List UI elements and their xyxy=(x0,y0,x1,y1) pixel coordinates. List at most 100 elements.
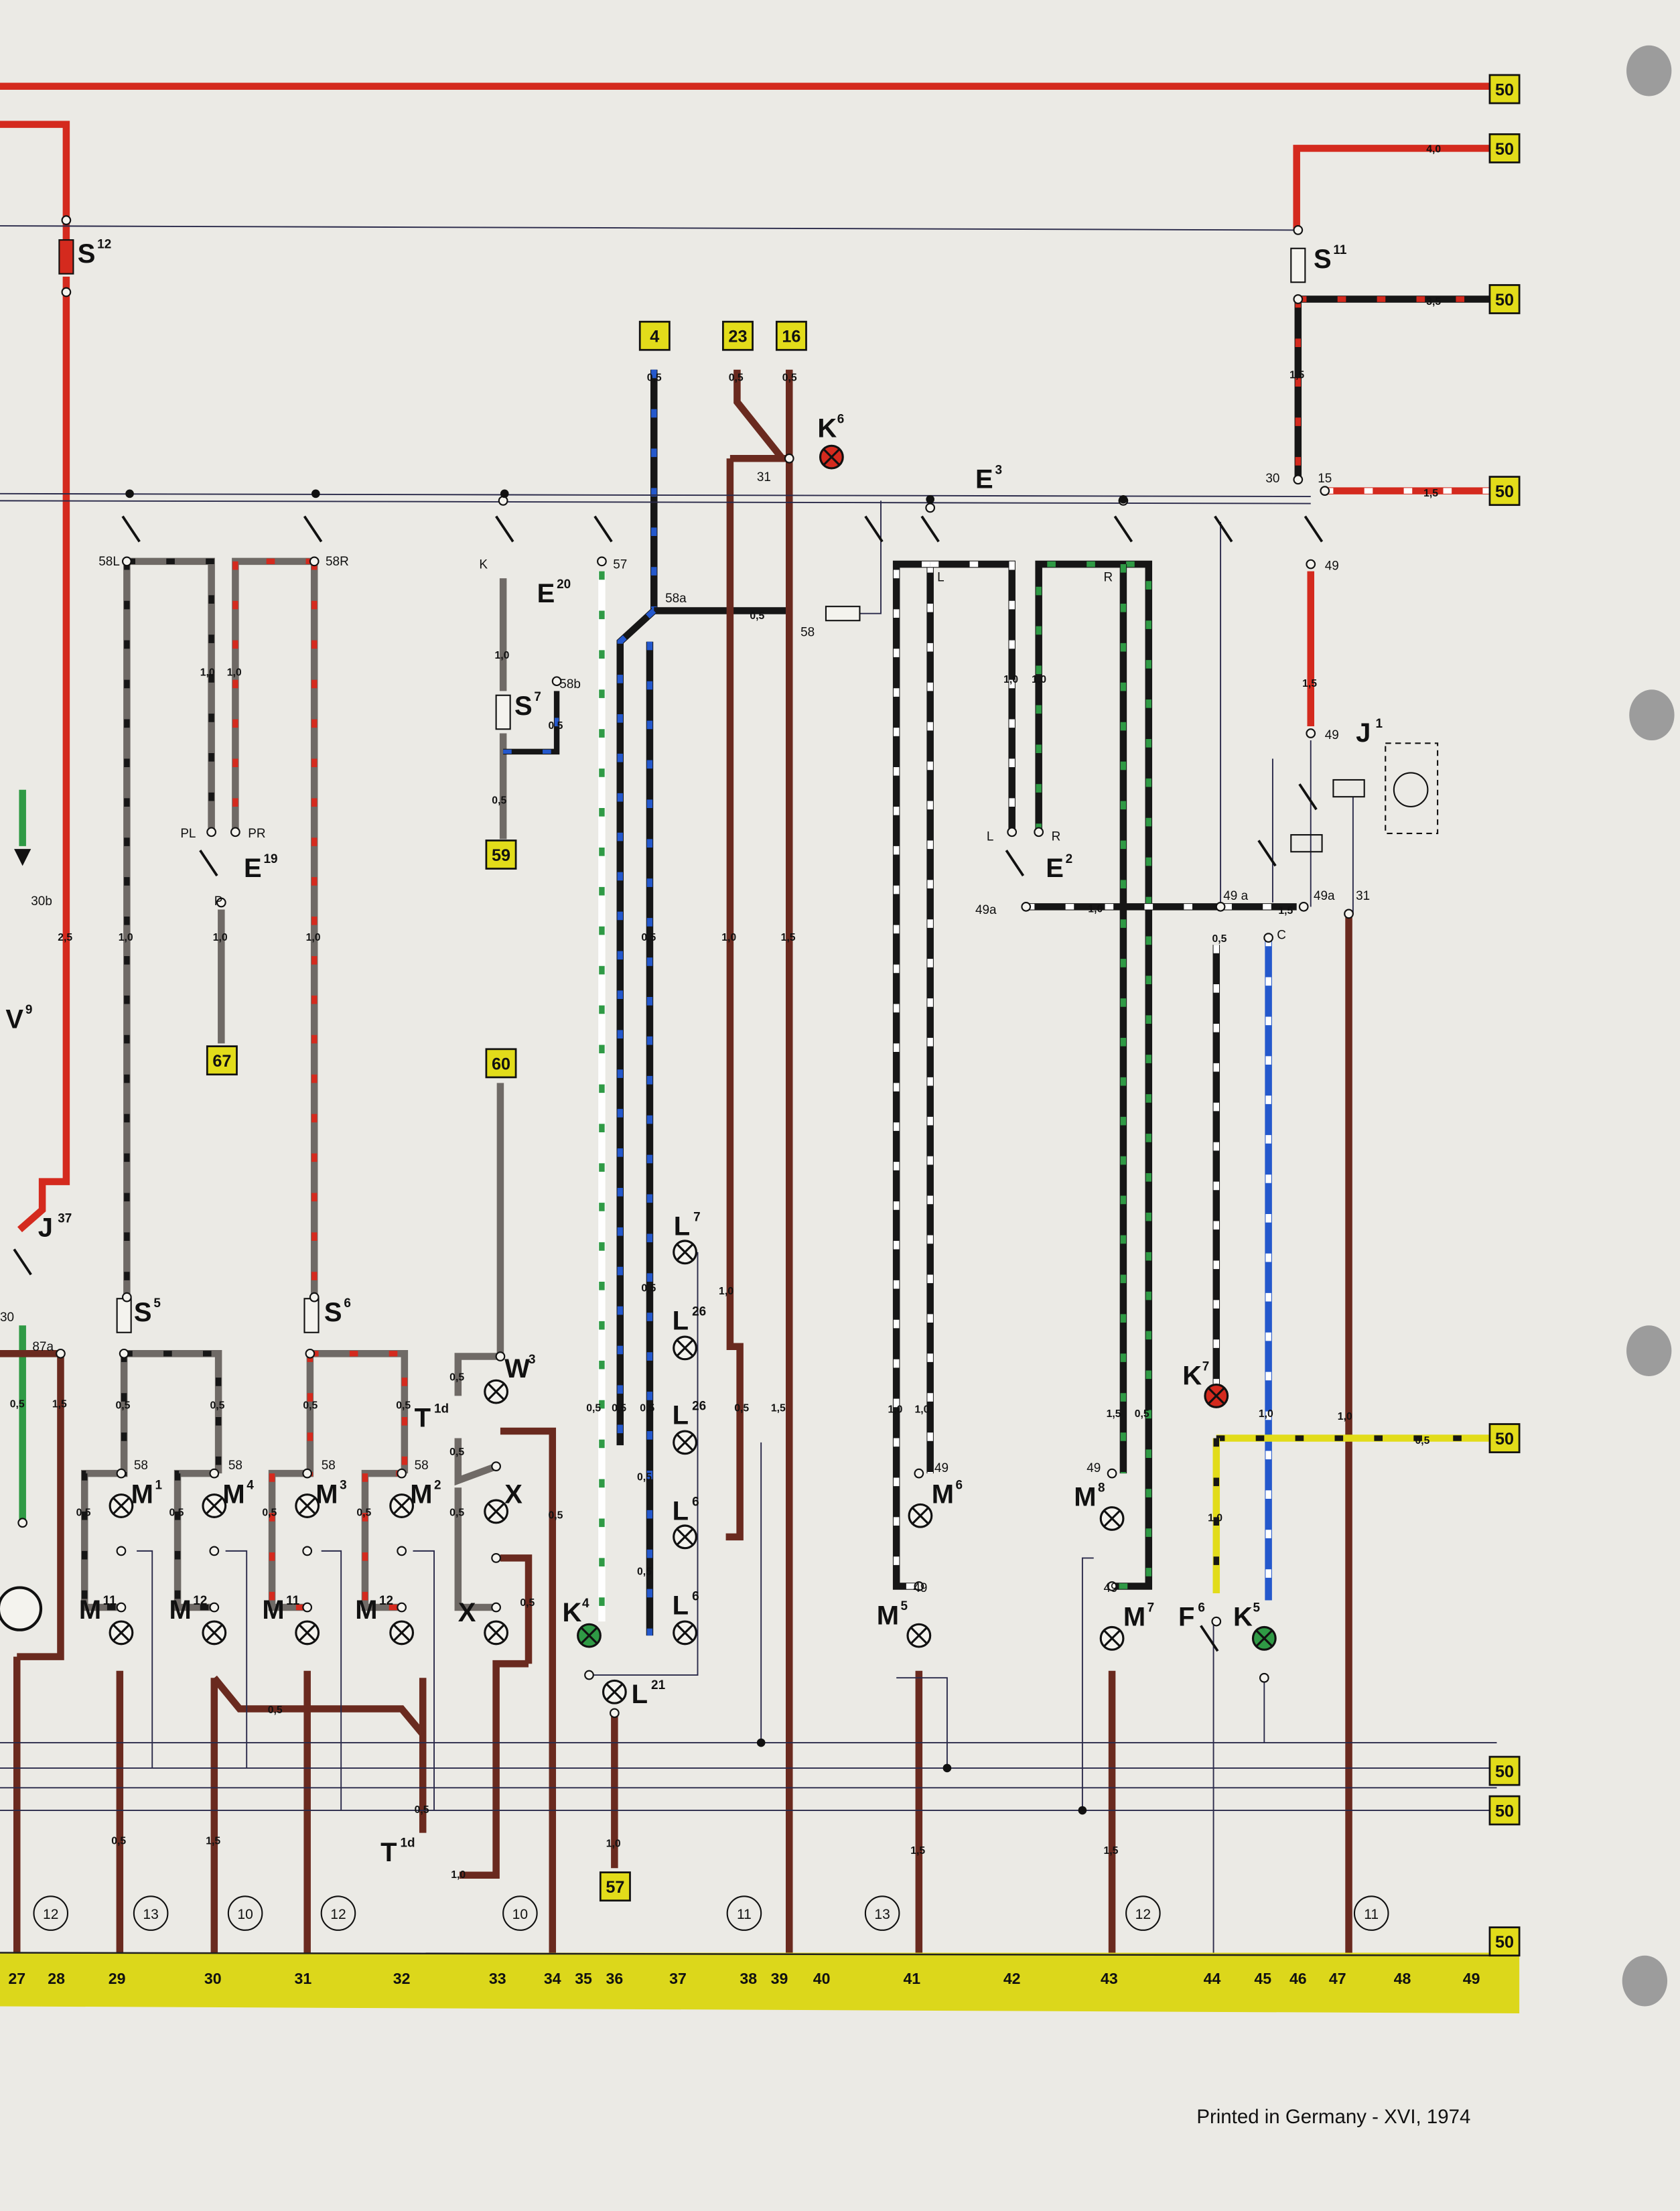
wire-gauge-label: 0,5 xyxy=(169,1507,184,1518)
connector-box-label: 16 xyxy=(782,328,800,346)
lamp-icon xyxy=(1204,1384,1229,1408)
wire-gauge-label: 0,5 xyxy=(262,1507,277,1518)
wire-gauge-label: 1,0 xyxy=(1259,1408,1273,1420)
wire-gauge-label: 1,5 xyxy=(771,1403,786,1414)
lamp-icon xyxy=(389,1493,415,1518)
connector-box-50: 50 xyxy=(1488,74,1521,105)
lamp-icon xyxy=(484,1620,509,1646)
fuse-icon xyxy=(1290,247,1306,283)
lamp-icon xyxy=(673,1524,697,1550)
ground-bus-line xyxy=(0,1952,1520,1956)
circuit-reference: 12 xyxy=(1125,1895,1161,1931)
column-number-strip xyxy=(0,1952,1520,2013)
terminal-point xyxy=(1344,909,1354,919)
wire xyxy=(17,276,70,1233)
terminal-label: 57 xyxy=(613,557,627,572)
component-index: 3 xyxy=(995,463,1002,477)
terminal-point xyxy=(302,1546,313,1556)
connector-box-label: 59 xyxy=(492,846,510,865)
connector-box-label: 50 xyxy=(1495,1763,1514,1782)
component-letter: M xyxy=(169,1595,191,1625)
wire-gauge-label: 1,5 xyxy=(206,1836,220,1847)
terminal-point xyxy=(1021,901,1032,912)
component-index: 3 xyxy=(529,1353,536,1367)
lamp-icon xyxy=(906,1623,932,1648)
column-number: 48 xyxy=(1394,1970,1411,1987)
lamp-icon xyxy=(109,1620,134,1646)
component-index: 26 xyxy=(692,1399,706,1413)
wire-gauge-label: 1,0 xyxy=(1003,674,1018,685)
wire-gauge-label: 0,5 xyxy=(612,1403,626,1414)
wire-gauge-label: 0,5 xyxy=(548,720,563,732)
terminal-label: 49 xyxy=(1103,1581,1117,1595)
lamp-icon xyxy=(389,1620,415,1646)
wire-stripe xyxy=(893,561,930,1589)
wire-gauge-label: 0,5 xyxy=(750,610,764,622)
wire xyxy=(173,1469,219,1611)
wire-gauge-label: 1,0 xyxy=(495,650,510,661)
component-label: X xyxy=(458,1598,476,1627)
component-index: 2 xyxy=(434,1478,441,1492)
component-letter: E xyxy=(975,464,993,494)
terminal-point xyxy=(309,1292,320,1302)
switch-contact-icon xyxy=(1257,840,1277,867)
column-number: 45 xyxy=(1254,1970,1271,1987)
wire-gauge-label: 0,5 xyxy=(415,1804,429,1816)
terminal-label: 58b xyxy=(559,677,581,691)
terminal-point xyxy=(551,676,562,687)
wire-gauge-label: 0,5 xyxy=(396,1400,411,1411)
terminal-point xyxy=(1306,559,1316,570)
wire xyxy=(211,1675,426,1737)
terminal-label: 58 xyxy=(322,1459,336,1473)
component-letter: S xyxy=(78,239,96,269)
wire-gauge-label: 4,0 xyxy=(1426,144,1441,155)
component-index: 11 xyxy=(103,1594,117,1608)
switch-contact-icon xyxy=(199,850,218,877)
lamp-icon xyxy=(673,1335,697,1361)
column-number: 39 xyxy=(771,1970,788,1987)
lamp-icon xyxy=(673,1620,697,1646)
terminal-point xyxy=(784,453,794,464)
wire xyxy=(454,1083,504,1396)
wire-stripe xyxy=(232,558,315,832)
component-index: 1 xyxy=(155,1478,162,1492)
connector-box-label: 50 xyxy=(1495,482,1514,501)
wire-gauge-label: 1,0 xyxy=(606,1838,621,1850)
relay-coil-icon xyxy=(1332,779,1365,798)
terminal-label: PL xyxy=(180,827,196,841)
component-index: 7 xyxy=(1202,1360,1210,1374)
circuit-reference-number: 12 xyxy=(330,1907,346,1922)
wire-gauge-label: 0,5 xyxy=(1135,1408,1149,1420)
connector-box-50: 50 xyxy=(1488,1795,1521,1826)
wire xyxy=(309,1350,409,1474)
component-index: 26 xyxy=(692,1305,706,1319)
column-number: 32 xyxy=(393,1970,411,1987)
component-index: 1d xyxy=(434,1402,449,1416)
wire xyxy=(733,369,785,461)
wire-gauge-label: 0,5 xyxy=(210,1400,225,1411)
terminal-point xyxy=(397,1468,407,1479)
wire-gauge-label: 0,5 xyxy=(734,1403,749,1414)
terminal-point xyxy=(209,1602,220,1613)
fuse-icon xyxy=(495,694,511,730)
lamp-icon xyxy=(577,1623,602,1648)
component-letter: M xyxy=(877,1601,899,1630)
connector-box-50: 50 xyxy=(1488,133,1521,163)
wire-gauge-label: 0,5 xyxy=(641,932,656,943)
component-index: 6 xyxy=(692,1590,699,1604)
terminal-point xyxy=(121,1292,132,1302)
junction-dot xyxy=(500,489,509,498)
component-letter: E xyxy=(537,579,555,608)
terminal-point xyxy=(305,1348,316,1359)
component-index: 1d xyxy=(401,1836,415,1851)
terminal-label: 58a xyxy=(665,592,687,606)
component-letter: J xyxy=(1356,718,1371,748)
